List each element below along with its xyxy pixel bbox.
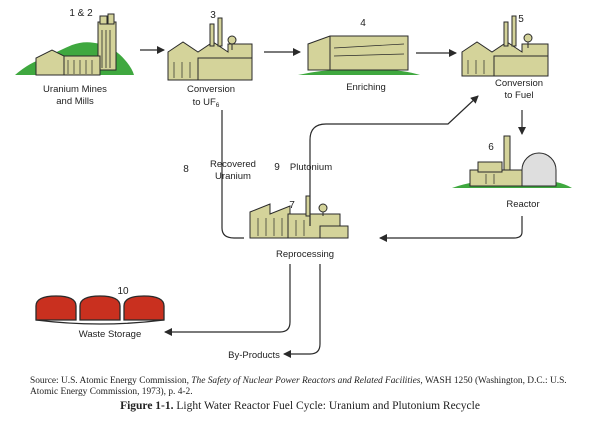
figure-number: Figure 1-1. — [120, 400, 174, 412]
waste-label: Waste Storage — [79, 329, 141, 340]
recovered-uranium-label-line1: Recovered — [210, 159, 256, 170]
reactor-label: Reactor — [506, 199, 539, 210]
conversion-uf6-number: 3 — [210, 10, 216, 21]
conversion-fuel-label-line1: Conversion — [495, 78, 543, 89]
reprocessing-building — [249, 195, 349, 239]
reactor-illustration — [452, 135, 572, 188]
conversion-fuel-building — [461, 15, 549, 77]
recovered-uranium-number: 8 — [183, 164, 189, 175]
arrow-recovered-uranium — [221, 110, 244, 239]
plutonium-label: Plutonium — [290, 162, 332, 173]
arrow-reactor-to-reprocessing — [379, 216, 523, 242]
enriching-label: Enriching — [346, 82, 386, 93]
recovered-uranium-label-line2: Uranium — [215, 171, 251, 182]
mines-label-line1: Uranium Mines — [43, 84, 107, 95]
conversion-uf6-label-line1: Conversion — [187, 84, 235, 95]
waste-number: 10 — [117, 286, 129, 297]
conversion-uf6-building — [167, 17, 253, 81]
plutonium-number: 9 — [274, 162, 280, 173]
source-citation: Source: U.S. Atomic Energy Commission, T… — [30, 376, 567, 397]
mines-label-line2: and Mills — [56, 96, 94, 107]
reactor-number: 6 — [488, 142, 494, 153]
reprocessing-number: 7 — [289, 200, 295, 211]
arrow-reprocessing-to-byproducts — [283, 264, 321, 358]
source-title: The Safety of Nuclear Power Reactors and… — [191, 376, 421, 386]
mines-number: 1 & 2 — [69, 8, 93, 19]
arrow-plutonium — [309, 95, 479, 226]
byproducts-label: By-Products — [228, 350, 280, 361]
waste-storage-illustration — [35, 295, 165, 325]
conversion-fuel-label-line2: to Fuel — [504, 90, 533, 101]
enriching-building — [298, 35, 420, 75]
figure-caption-text: Light Water Reactor Fuel Cycle: Uranium … — [176, 400, 480, 412]
figure-caption: Figure 1-1. Light Water Reactor Fuel Cyc… — [0, 400, 600, 412]
mines-illustration — [15, 13, 134, 76]
conversion-uf6-label-line2: to UF6 — [193, 97, 220, 109]
flow-arrows — [140, 46, 526, 358]
enriching-number: 4 — [360, 18, 366, 29]
arrow-reprocessing-to-waste — [164, 264, 291, 336]
conversion-fuel-number: 5 — [518, 14, 524, 25]
reprocessing-label: Reprocessing — [276, 249, 334, 260]
